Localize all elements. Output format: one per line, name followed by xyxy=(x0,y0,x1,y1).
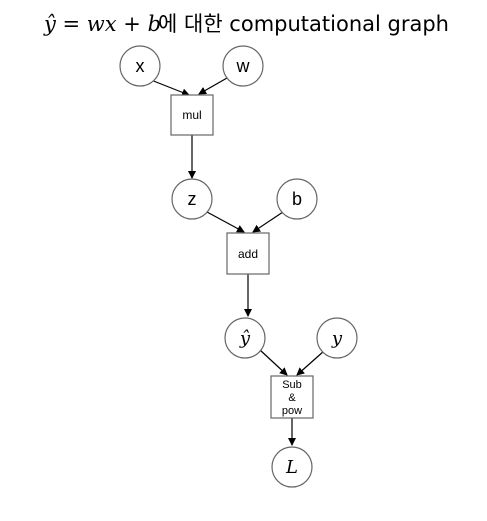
node-L: L xyxy=(271,446,313,488)
op-subpow-label-line3: pow xyxy=(282,405,302,417)
node-yhat: ŷ xyxy=(224,317,266,359)
edge-b-to-add xyxy=(252,211,284,233)
node-y-label: y xyxy=(331,328,343,349)
node-w-label: w xyxy=(236,56,251,76)
op-mul-label: mul xyxy=(182,108,201,122)
op-subpow: Sub & pow xyxy=(270,375,314,419)
op-add-label: add xyxy=(238,247,258,261)
node-x: x xyxy=(119,45,161,87)
node-yhat-label: ŷ xyxy=(239,328,251,349)
op-add: add xyxy=(226,232,270,275)
diagram-title: ŷ = wx + b 에 대한 computational graph xyxy=(43,12,449,36)
node-b-label: b xyxy=(292,189,302,209)
edge-w-to-mul xyxy=(198,77,228,95)
node-b: b xyxy=(276,178,318,220)
op-subpow-label-line1: Sub xyxy=(282,379,302,391)
op-subpow-label-line2: & xyxy=(288,392,296,404)
title-equation: ŷ = wx + b xyxy=(43,12,161,36)
edge-y-to-subpow xyxy=(296,350,325,376)
node-y: y xyxy=(316,317,358,359)
op-mul: mul xyxy=(170,94,214,136)
edge-yhat-to-subpow xyxy=(259,349,288,376)
node-x-label: x xyxy=(136,56,145,76)
node-L-label: L xyxy=(285,457,298,478)
graph-edges xyxy=(150,77,325,446)
node-w: w xyxy=(222,45,264,87)
node-z-label: z xyxy=(188,189,197,209)
node-z: z xyxy=(171,178,213,220)
title-text: 에 대한 computational graph xyxy=(158,12,449,36)
edge-x-to-mul xyxy=(150,79,190,97)
edge-z-to-add xyxy=(206,211,245,233)
